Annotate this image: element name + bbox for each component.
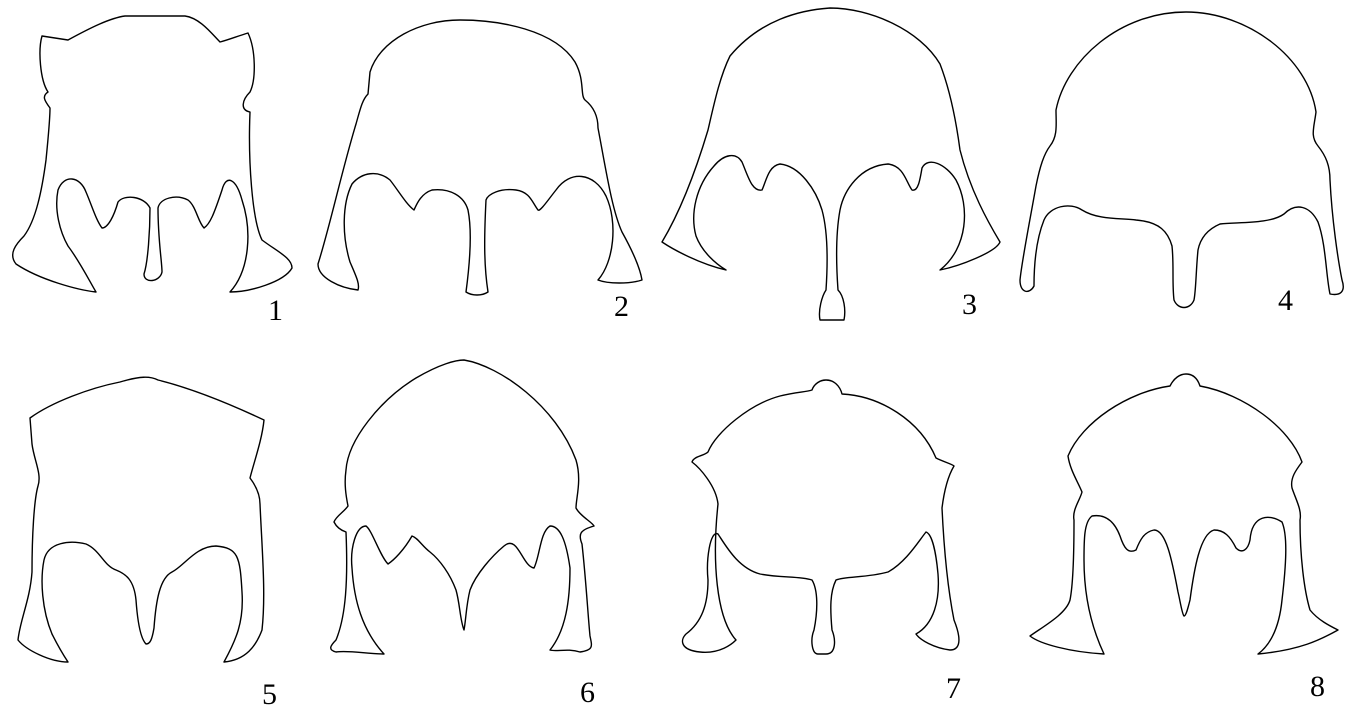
figure-label-2: 2	[614, 292, 629, 322]
figure-1-outline	[13, 16, 292, 292]
figure-label-4: 4	[1278, 286, 1293, 316]
figure-8-outline	[1030, 374, 1338, 654]
figure-label-6: 6	[580, 678, 595, 708]
figure-4-outline	[1020, 12, 1343, 308]
figure-5-outline	[18, 377, 264, 662]
figure-3-outline	[662, 8, 1000, 320]
figure-label-1: 1	[268, 296, 283, 326]
figure-7-outline	[683, 380, 959, 654]
figure-2-outline	[318, 20, 642, 295]
figure-label-8: 8	[1310, 672, 1325, 702]
figure-label-3: 3	[962, 290, 977, 320]
figure-label-5: 5	[262, 680, 277, 710]
figure-label-7: 7	[946, 674, 961, 704]
figure-6-outline	[331, 360, 594, 654]
